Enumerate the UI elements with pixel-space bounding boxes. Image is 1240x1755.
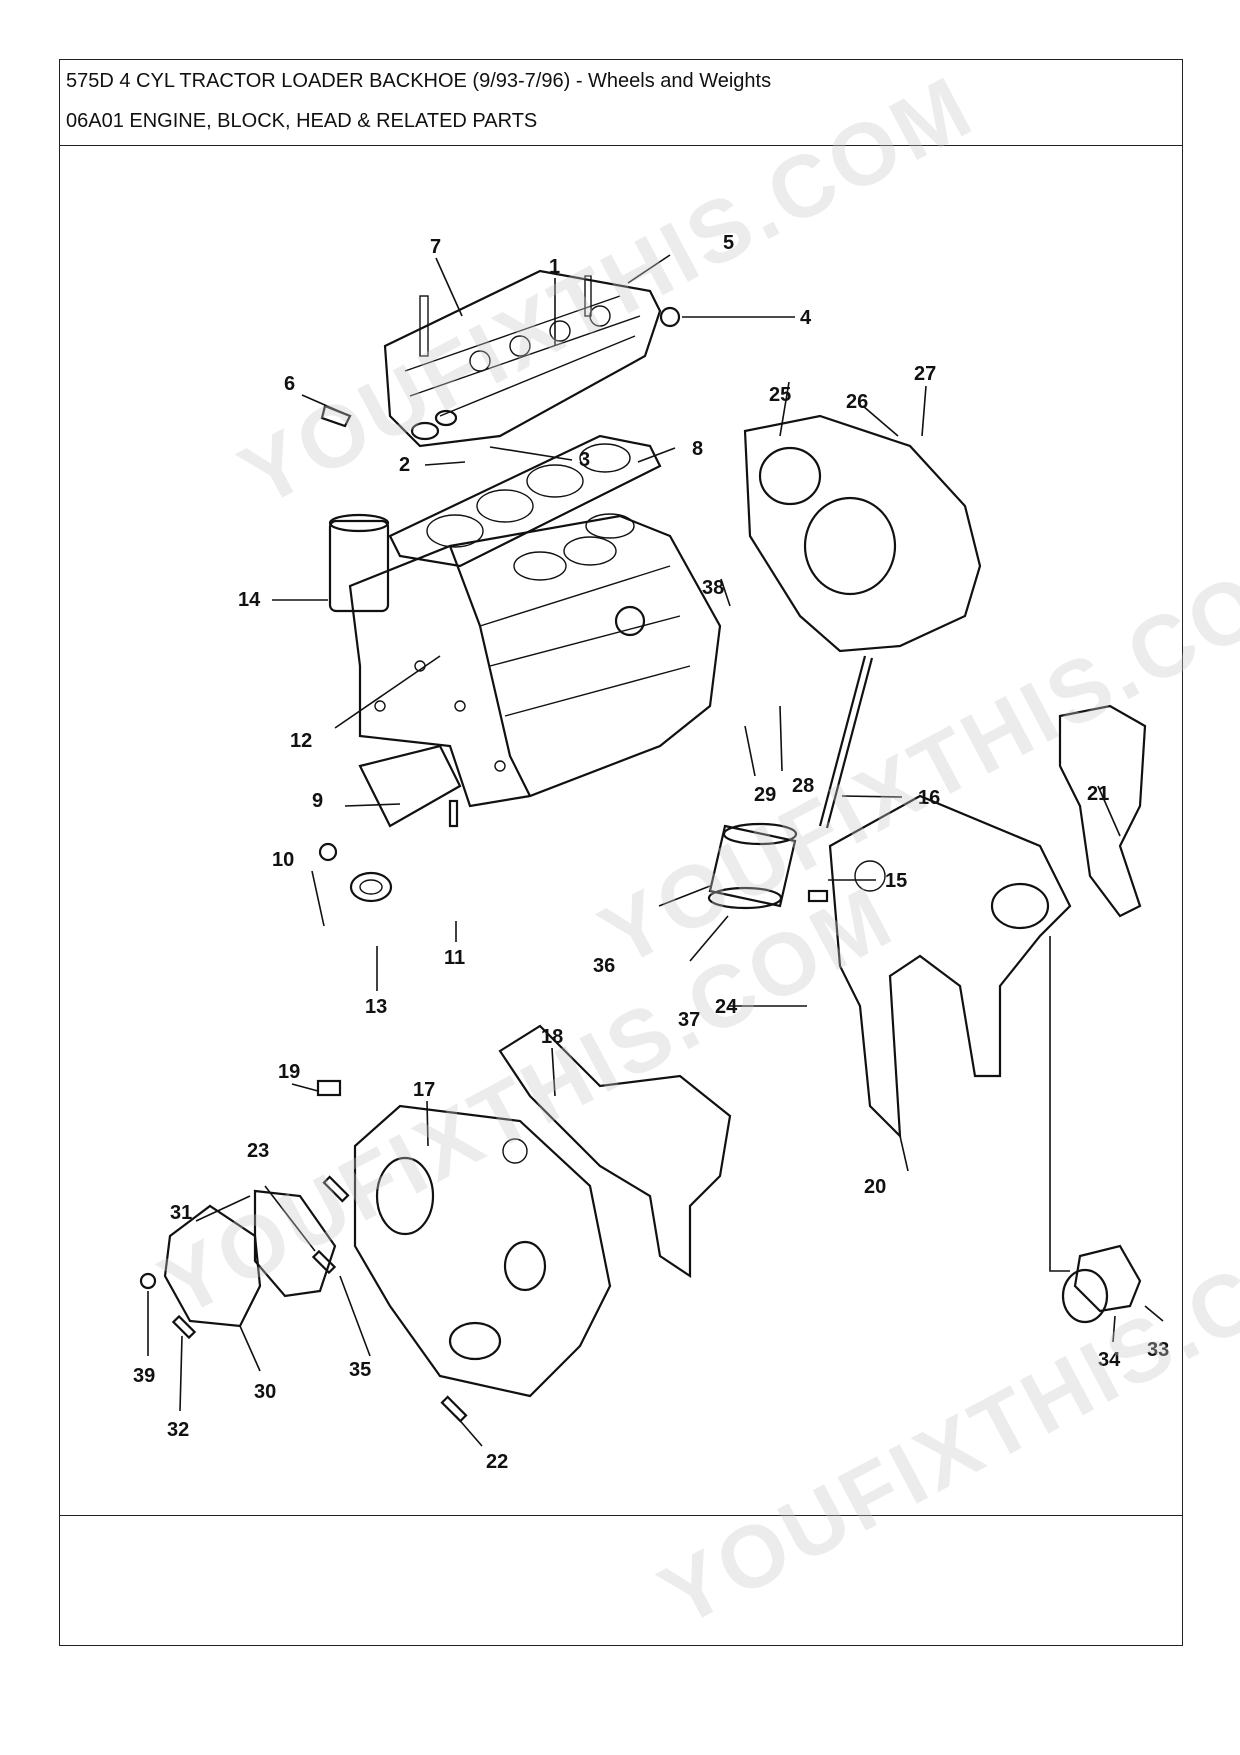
callout-13: 13 — [365, 996, 387, 1018]
cylinder-head — [383, 269, 662, 448]
callout-35: 35 — [349, 1359, 371, 1381]
callout-34: 34 — [1098, 1349, 1121, 1371]
callout-2: 2 — [399, 454, 410, 476]
section-title: 06A01 ENGINE, BLOCK, HEAD & RELATED PART… — [66, 110, 538, 132]
callout-12: 12 — [290, 730, 312, 752]
callout-labels: 1 2 3 4 5 6 7 8 9 10 11 12 13 14 15 16 1… — [133, 232, 1169, 1473]
callout-7: 7 — [430, 236, 441, 258]
callout-16: 16 — [918, 787, 940, 809]
callout-23: 23 — [247, 1140, 269, 1162]
callout-17: 17 — [413, 1079, 435, 1101]
callout-9: 9 — [312, 790, 323, 812]
callout-15: 15 — [885, 870, 907, 892]
head-gasket — [388, 434, 662, 568]
callout-32: 32 — [167, 1419, 189, 1441]
callout-3: 3 — [579, 449, 590, 471]
callout-20: 20 — [864, 1176, 886, 1198]
callout-25: 25 — [769, 384, 791, 406]
callout-26: 26 — [846, 391, 868, 413]
callout-27: 27 — [914, 363, 936, 385]
callout-1: 1 — [549, 256, 560, 278]
model-title: 575D 4 CYL TRACTOR LOADER BACKHOE (9/93-… — [66, 70, 772, 92]
flywheel-housing — [743, 414, 982, 653]
callout-19: 19 — [278, 1061, 300, 1083]
callout-30: 30 — [254, 1381, 276, 1403]
callout-33: 33 — [1147, 1339, 1169, 1361]
callout-21: 21 — [1087, 783, 1109, 805]
page-frame: 575D 4 CYL TRACTOR LOADER BACKHOE (9/93-… — [59, 59, 1183, 1646]
callout-31: 31 — [170, 1202, 192, 1224]
callout-28: 28 — [792, 775, 814, 797]
callout-6: 6 — [284, 373, 295, 395]
callout-5: 5 — [723, 232, 734, 254]
callout-37: 37 — [678, 1009, 700, 1031]
callout-11: 11 — [444, 947, 465, 969]
callout-22: 22 — [486, 1451, 508, 1473]
callout-38: 38 — [702, 577, 724, 599]
callout-18: 18 — [541, 1026, 563, 1048]
exploded-parts-diagram: 1 2 3 4 5 6 7 8 9 10 11 12 13 14 15 16 1… — [133, 232, 1169, 1473]
engine-block — [348, 513, 722, 828]
leader-lines — [147, 254, 1164, 1447]
callout-10: 10 — [272, 849, 294, 871]
callout-29: 29 — [754, 784, 776, 806]
oil-filter — [707, 822, 798, 910]
callout-39: 39 — [133, 1365, 155, 1387]
filter-element — [328, 513, 390, 613]
callout-14: 14 — [238, 589, 261, 611]
callout-24: 24 — [715, 996, 738, 1018]
footer-box — [60, 1515, 1182, 1647]
callout-36: 36 — [593, 955, 615, 977]
callout-8: 8 — [692, 438, 703, 460]
timing-cover — [353, 1104, 612, 1398]
header: 575D 4 CYL TRACTOR LOADER BACKHOE (9/93-… — [60, 60, 1182, 146]
callout-4: 4 — [800, 307, 812, 329]
